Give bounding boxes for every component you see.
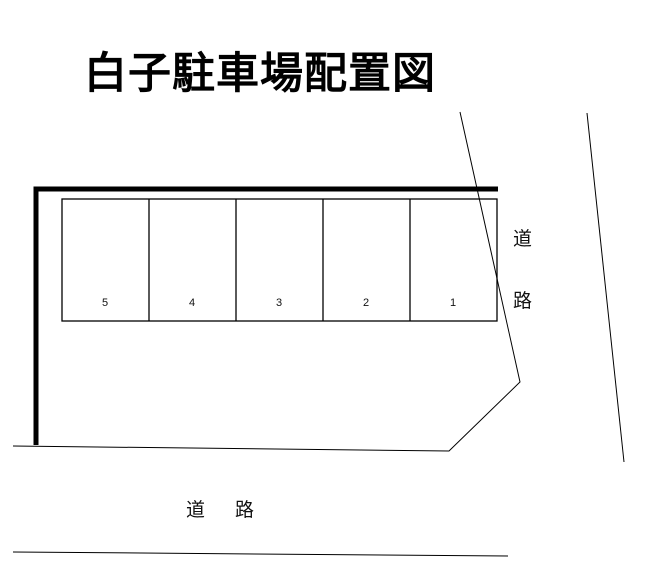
page-title: 白子駐車場配置図: [84, 49, 436, 99]
stall-2-number: 2: [362, 297, 370, 309]
boundary-wall: [33, 186, 498, 445]
parking-stalls: [61, 198, 498, 322]
road-char: 路: [513, 290, 533, 312]
road-edge-right: [586, 112, 625, 463]
stall-3-number: 3: [275, 297, 283, 309]
road-edge-bottom: [12, 551, 509, 557]
stall-5-number: 5: [101, 297, 109, 309]
road-char: 道: [513, 228, 533, 250]
stall-1-number: 1: [449, 297, 457, 309]
lot-boundary: [12, 111, 521, 452]
road-label-bottom: 道 路: [186, 499, 267, 521]
road-label-right: 道 路: [513, 208, 543, 332]
stall-4-number: 4: [188, 297, 196, 309]
